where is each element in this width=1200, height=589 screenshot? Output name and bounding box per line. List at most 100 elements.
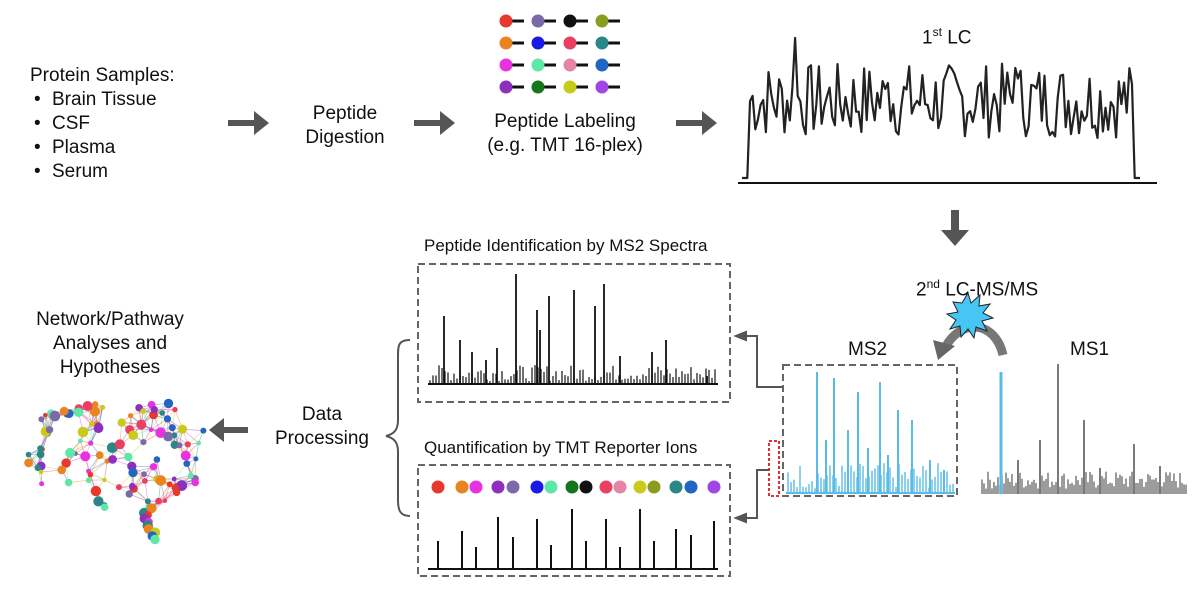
brain-node [38,416,45,423]
reporter-ion-dot [647,480,661,494]
fragmentation-arrowhead [933,340,955,360]
brain-node [142,478,148,484]
brain-node [155,475,167,486]
tmt-tag-dot [499,58,513,72]
brain-node [136,419,147,430]
reporter-ion-highlight-box [768,440,780,497]
lc1-sup: st [932,25,942,39]
brain-node [106,442,118,454]
sample-item: Plasma [30,136,175,160]
tmt-tag-dot [595,36,609,50]
brain-node [153,456,161,463]
brain-node [108,455,117,464]
brain-node [140,439,147,446]
reporter-ion-dot [469,480,483,494]
data-processing-line2: Processing [275,428,369,449]
brain-node [57,465,66,475]
reporter-ion-dot [455,480,469,494]
brain-node [114,439,125,450]
brain-edge [88,460,108,472]
network-label: Network/Pathway Analyses and Hypotheses [20,308,200,380]
brain-node [200,427,207,434]
brain-node [155,497,162,505]
brain-node [116,484,122,491]
brain-node [128,468,138,478]
tmt-tag-dot [499,36,513,50]
reporter-ion-dot [579,480,593,494]
brain-node [177,424,188,434]
sample-item: Brain Tissue [30,88,175,112]
brain-node [61,458,71,468]
ms2-box [782,364,958,497]
brain-node [25,451,32,458]
reporter-ion-dot [544,480,558,494]
arrow-labeling-to-lc1 [676,111,717,135]
brain-node [162,498,168,504]
fragmentation-burst-icon [945,291,995,340]
brain-node [24,458,33,468]
brain-node [183,460,191,467]
brain-node [49,410,61,422]
brain-node [146,503,157,514]
brain-node [102,477,107,483]
network-line1: Network/Pathway [36,309,184,330]
brain-node [176,442,183,449]
brain-node [87,471,94,478]
brain-node [171,476,177,482]
brain-node [88,421,95,427]
brain-node [150,534,160,545]
brain-node [82,401,93,411]
brain-node [149,463,158,471]
brain-node [144,498,151,505]
tmt-tag-dot [595,14,609,28]
reporter-ion-dot [431,480,445,494]
brain-edge [90,424,92,444]
brain-node [170,440,179,449]
brain-node [163,398,174,409]
tmt-tag-dot [595,58,609,72]
brain-node [37,445,44,452]
reporter-ion-dot [613,480,627,494]
quantification-panel [417,464,731,577]
network-line2: Analyses and [52,333,168,354]
brain-node [34,464,42,472]
brain-node [39,481,45,487]
reporter-ion-peaks [437,509,715,569]
brain-edge [150,412,163,430]
brain-node [172,406,178,413]
panels-brace [385,339,411,517]
tmt-tag-dot [531,36,545,50]
tmt-tag-dot [563,36,577,50]
samples-list: Brain Tissue CSF Plasma Serum [30,88,175,184]
brain-node [168,424,176,432]
brain-edge [142,410,152,430]
sample-item: Serum [30,160,175,184]
brain-nodes [24,398,207,545]
brain-node [65,447,76,458]
brain-edge [71,442,91,453]
lc1-label: 1st LC [922,20,972,50]
brain-node [196,440,201,446]
reporter-ion-dot [491,480,505,494]
brain-node [100,503,109,512]
brain-node [171,484,179,492]
identification-spectrum [429,274,716,384]
labeling-label: Peptide Labeling (e.g. TMT 16-plex) [470,110,660,158]
brain-node [184,441,191,448]
brain-edge [104,461,108,480]
connector-to-quantification [733,469,769,524]
tmt-tag-grid [499,14,620,94]
network-line3: Hypotheses [59,357,161,378]
brain-edge [75,442,91,454]
brain-node [187,472,194,479]
reporter-ion-dot [633,480,647,494]
arrow-processing-to-network [209,418,248,442]
tmt-tag-dot [531,14,545,28]
digestion-label: Peptide Digestion [290,102,400,150]
digestion-line2: Digestion [305,127,385,148]
reporter-ion-dot [599,480,613,494]
sample-item: CSF [30,112,175,136]
quantification-title: Quantification by TMT Reporter Ions [424,438,698,457]
brain-node [39,469,44,475]
